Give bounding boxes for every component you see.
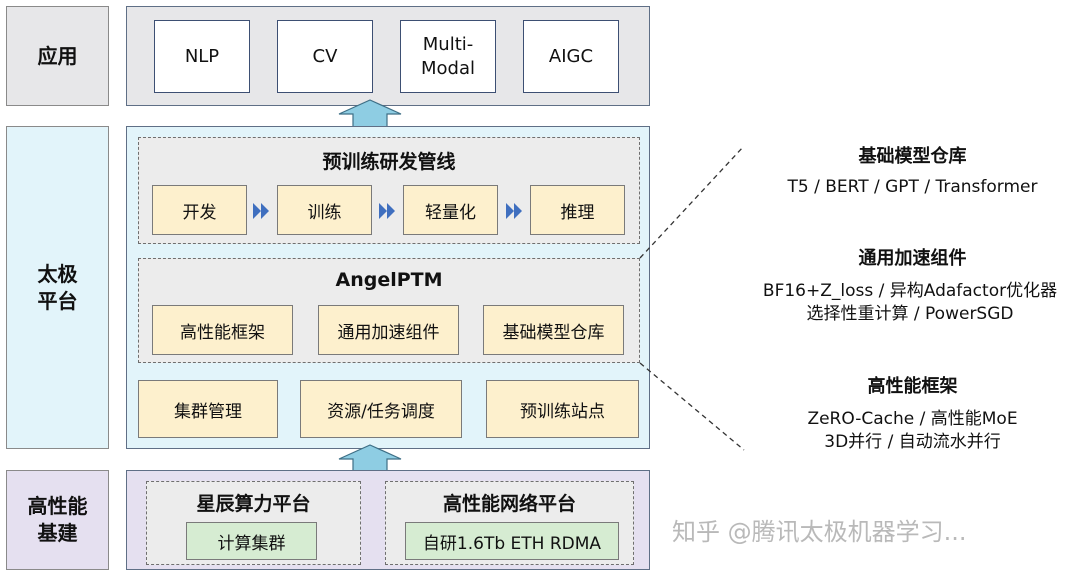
platform-item-pretrain-site: 预训练站点 (486, 380, 639, 438)
pipeline-step-train: 训练 (277, 185, 372, 235)
chevron-right-icon (253, 203, 269, 219)
angelptm-item-model-repo: 基础模型仓库 (483, 305, 624, 355)
app-item-aigc: AIGC (523, 20, 619, 93)
pipeline-title: 预训练研发管线 (322, 150, 456, 173)
angelptm-item-acceleration: 通用加速组件 (318, 305, 459, 355)
detail-title-model-repo: 基础模型仓库 (858, 146, 967, 167)
detail-text-framework: ZeRO-Cache / 高性能MoE 3D并行 / 自动流水并行 (807, 409, 1018, 452)
pipeline-step-lightweight: 轻量化 (403, 185, 498, 235)
watermark: 知乎 @腾讯太极机器学习... (672, 518, 967, 546)
layer-label-infra: 高性能 基建 (6, 470, 109, 570)
detail-text-acceleration: BF16+Z_loss / 异构Adafactor优化器 选择性重计算 / Po… (762, 281, 1058, 324)
layer-label-app: 应用 (6, 6, 109, 106)
app-item-multimodal: Multi- Modal (400, 20, 496, 93)
app-item-cv: CV (277, 20, 373, 93)
app-item-nlp: NLP (154, 20, 250, 93)
detail-title-acceleration: 通用加速组件 (858, 248, 967, 269)
angelptm-item-framework: 高性能框架 (152, 305, 293, 355)
chevron-right-icon (506, 203, 522, 219)
angelptm-title: AngelPTM (335, 269, 443, 291)
network-platform-title: 高性能网络平台 (442, 492, 576, 515)
platform-item-cluster: 集群管理 (138, 380, 278, 438)
pipeline-step-develop: 开发 (152, 185, 247, 235)
pipeline-step-inference: 推理 (530, 185, 625, 235)
chevron-right-icon (379, 203, 395, 219)
compute-platform-title: 星辰算力平台 (196, 492, 311, 515)
detail-text-model-repo: T5 / BERT / GPT / Transformer (787, 176, 1038, 197)
layer-label-platform: 太极 平台 (6, 126, 109, 449)
detail-title-framework: 高性能框架 (867, 376, 958, 397)
platform-item-scheduling: 资源/任务调度 (300, 380, 462, 438)
network-rdma-box: 自研1.6Tb ETH RDMA (405, 522, 619, 560)
compute-cluster-box: 计算集群 (186, 522, 317, 560)
